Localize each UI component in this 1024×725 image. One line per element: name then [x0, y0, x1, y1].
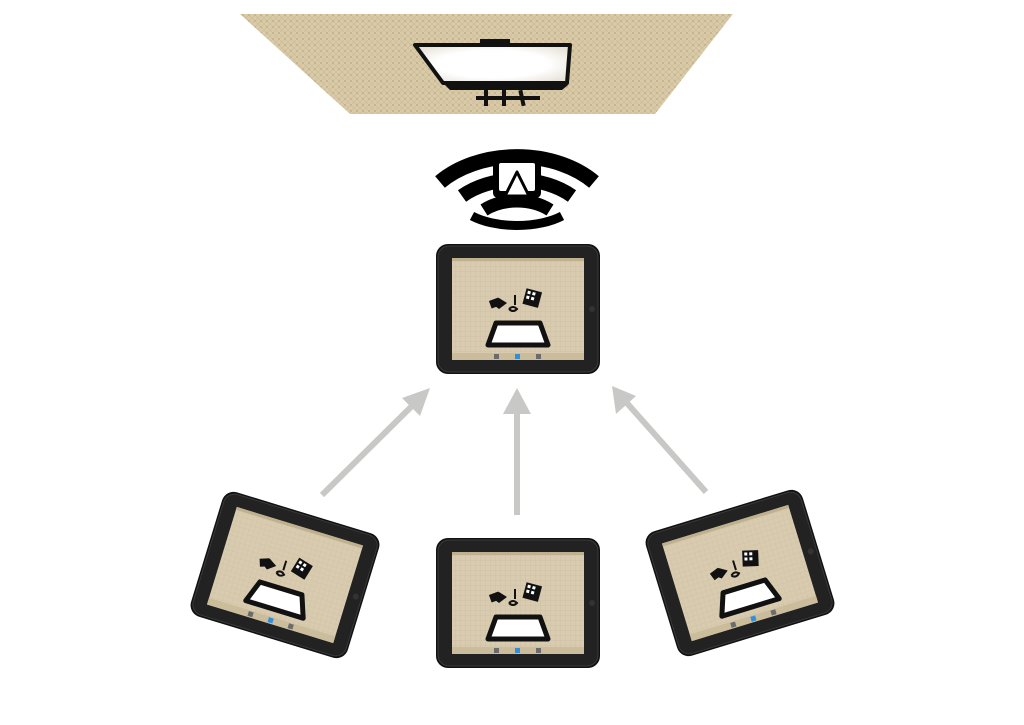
- airplay-icon: [435, 149, 599, 230]
- client-tablet-left: [188, 489, 383, 661]
- arrow-left: [319, 388, 430, 498]
- hub-tablet: [436, 244, 600, 374]
- client-tablet-center: [436, 538, 600, 668]
- arrow-center: [503, 388, 531, 515]
- client-tablet-right: [643, 487, 838, 659]
- projector-screen-icon: [240, 14, 733, 114]
- arrow-right: [612, 386, 709, 494]
